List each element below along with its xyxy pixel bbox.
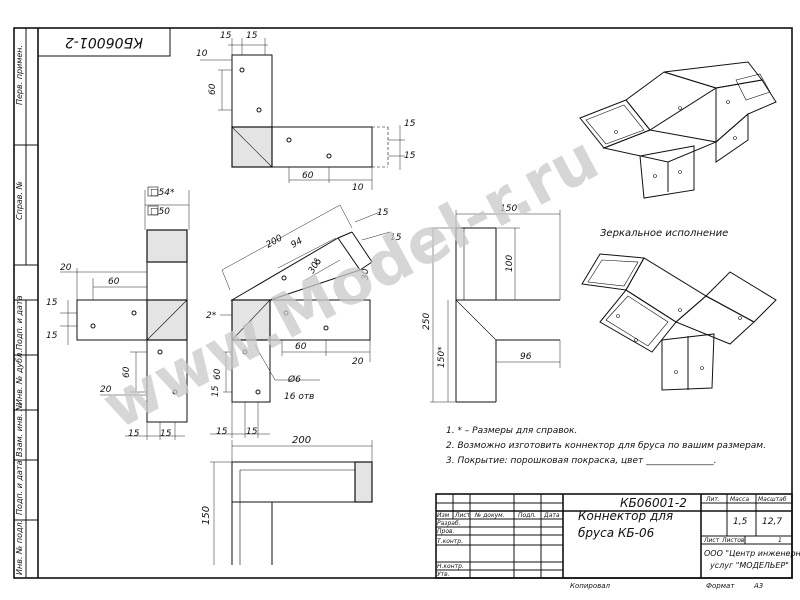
tb-org-2: услуг "МОДЕЛЬЕР" xyxy=(709,561,789,570)
dim-top-r15a: 15 xyxy=(404,119,416,129)
tb-mass: 1,5 xyxy=(733,517,748,527)
dim-m200: 200 xyxy=(265,233,285,250)
dim-m20: 20 xyxy=(352,357,364,367)
dim-m60v: 60 xyxy=(213,368,223,380)
dim-l15d: 15 xyxy=(160,429,172,439)
dim-m16: 16 отв xyxy=(284,392,314,402)
tb-col-list: Лист xyxy=(454,512,471,519)
dim-m60: 60 xyxy=(295,342,307,352)
view-top-l: 15 15 10 60 15 15 60 10 xyxy=(196,31,416,193)
dim-sq50: □50 xyxy=(150,207,170,217)
dim-l15a: 15 xyxy=(46,298,58,308)
iso-view-1 xyxy=(579,61,777,199)
dim-m15b: 15 xyxy=(216,427,228,437)
dim-top-10: 10 xyxy=(196,49,208,59)
dim-b200: 200 xyxy=(292,435,311,446)
dim-r96: 96 xyxy=(520,352,532,362)
dim-m15: 15 xyxy=(377,208,389,218)
tb-mass-label: Масса xyxy=(730,496,749,503)
dim-top-60: 60 xyxy=(208,83,218,95)
code-top-rotated: КБ06001-2 xyxy=(65,34,143,50)
tb-scale: 12,7 xyxy=(762,517,782,527)
tb-sheet-label: Лист xyxy=(703,537,720,544)
tb-row-nkontr: Н.контр. xyxy=(437,563,464,570)
tb-row-razrab: Разраб. xyxy=(437,520,461,527)
dim-b150: 150 xyxy=(201,506,212,525)
tb-col-izm: Изм xyxy=(437,512,450,519)
tb-name-2: бруса КБ-06 xyxy=(578,526,655,540)
strip-label-1: Перв. примен. xyxy=(15,45,24,105)
dim-mphi: Ø6 xyxy=(287,374,301,385)
dim-top-b60: 60 xyxy=(302,171,314,181)
strip-label-2: Справ. № xyxy=(15,181,24,220)
tb-sheets-label: Листов xyxy=(721,537,745,544)
dim-top-r15b: 15 xyxy=(404,151,416,161)
dim-m2: 2* xyxy=(206,311,217,321)
view-bottom: 200 150 xyxy=(201,435,373,565)
strip-label-6: Подп. и дата xyxy=(15,460,24,515)
iso-view-2 xyxy=(581,253,777,391)
dim-r150s: 150* xyxy=(437,346,447,368)
note-2: 2. Возможно изготовить коннектор для бру… xyxy=(446,441,766,451)
dim-top-15b: 15 xyxy=(246,31,258,41)
tb-format-val: А3 xyxy=(753,582,763,590)
mirror-label: Зеркальное исполнение xyxy=(600,228,728,239)
note-3: 3. Покрытие: порошковая покраска, цвет _… xyxy=(446,456,717,466)
tb-format: Формат xyxy=(706,582,735,590)
dim-top-b10: 10 xyxy=(352,183,364,193)
tb-code: КБ06001-2 xyxy=(620,496,687,510)
tb-name-1: Коннектор для xyxy=(578,509,673,523)
strip-label-7: Инв. № подл. xyxy=(15,520,24,575)
dim-m15e: 15 xyxy=(211,385,221,397)
dim-sq54: □54* xyxy=(150,188,175,198)
left-strip: Перв. примен. Справ. № Подп. и дата Инв.… xyxy=(13,28,38,578)
dim-l60v: 60 xyxy=(122,366,132,378)
tb-col-data: Дата xyxy=(543,512,560,519)
dim-r150: 150 xyxy=(500,204,517,214)
tb-row-utv: Утв. xyxy=(437,571,450,578)
dim-l15c: 15 xyxy=(128,429,140,439)
tb-sheets: 1 xyxy=(778,537,782,544)
strip-label-4: Инв. № дубл. xyxy=(15,350,24,405)
dim-l20: 20 xyxy=(60,263,72,273)
strip-label-5: Взам. инв. № xyxy=(15,403,24,457)
dim-l15b: 15 xyxy=(46,331,58,341)
tb-row-prov: Пров. xyxy=(437,528,455,535)
dim-r250: 250 xyxy=(422,313,432,330)
dim-l20b: 20 xyxy=(100,385,112,395)
strip-label-3: Подп. и дата xyxy=(15,295,24,350)
notes-block: 1. * – Размеры для справок. 2. Возможно … xyxy=(446,426,766,466)
view-right-side: 150 100 250 150* 96 xyxy=(422,204,561,403)
tb-row-tkontr: Т.контр. xyxy=(437,538,463,545)
note-1: 1. * – Размеры для справок. xyxy=(446,426,577,436)
dim-m15r: 15 xyxy=(390,233,402,243)
code-box-top xyxy=(37,27,171,57)
dim-top-15a: 15 xyxy=(220,31,232,41)
tb-col-podp: Подп. xyxy=(518,512,536,519)
tb-org-1: ООО "Центр инженерных xyxy=(704,549,800,558)
dim-m15c: 15 xyxy=(246,427,258,437)
dim-m30: 30 xyxy=(361,268,371,280)
dim-l60: 60 xyxy=(108,277,120,287)
tb-lit-label: Лит. xyxy=(705,496,720,503)
dim-r100: 100 xyxy=(505,255,515,272)
view-left-t: □54* □50 20 60 15 15 60 20 15 15 xyxy=(46,186,190,440)
tb-col-doc: № докум. xyxy=(474,512,505,519)
tb-copied: Копировал xyxy=(570,582,611,590)
tb-scale-label: Масштаб xyxy=(758,496,787,503)
watermark: www.Model-r.ru xyxy=(91,121,610,443)
dim-m94: 94 xyxy=(290,236,305,251)
title-block: КБ06001-2 Коннектор для бруса КБ-06 Изм … xyxy=(435,493,800,590)
